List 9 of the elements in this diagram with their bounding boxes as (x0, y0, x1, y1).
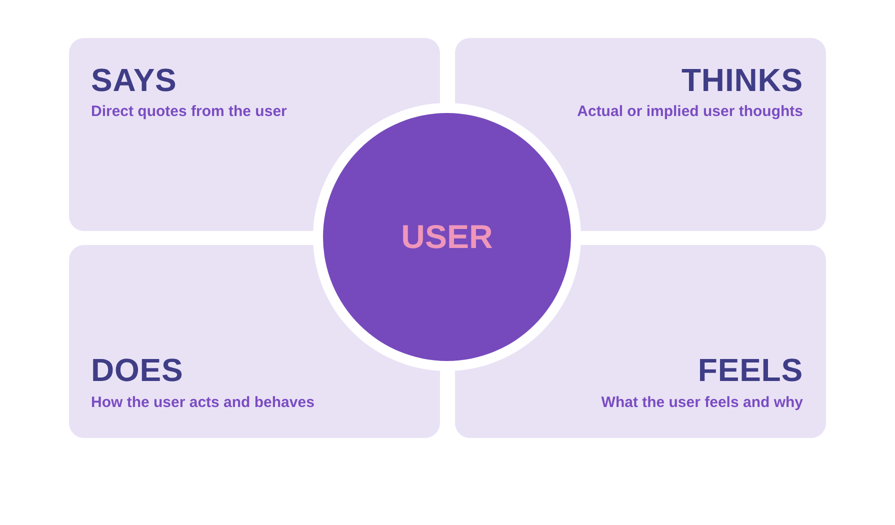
quadrant-description: Actual or implied user thoughts (577, 103, 803, 121)
circle-label: USER (401, 219, 493, 255)
quadrant-heading: THINKS (681, 62, 803, 98)
quadrant-description: How the user acts and behaves (91, 394, 314, 412)
quadrant-description: Direct quotes from the user (91, 103, 287, 121)
quadrant-heading: SAYS (91, 62, 177, 98)
quadrant-heading: FEELS (698, 352, 803, 388)
quadrant-heading: DOES (91, 352, 184, 388)
quadrant-description: What the user feels and why (601, 394, 803, 412)
